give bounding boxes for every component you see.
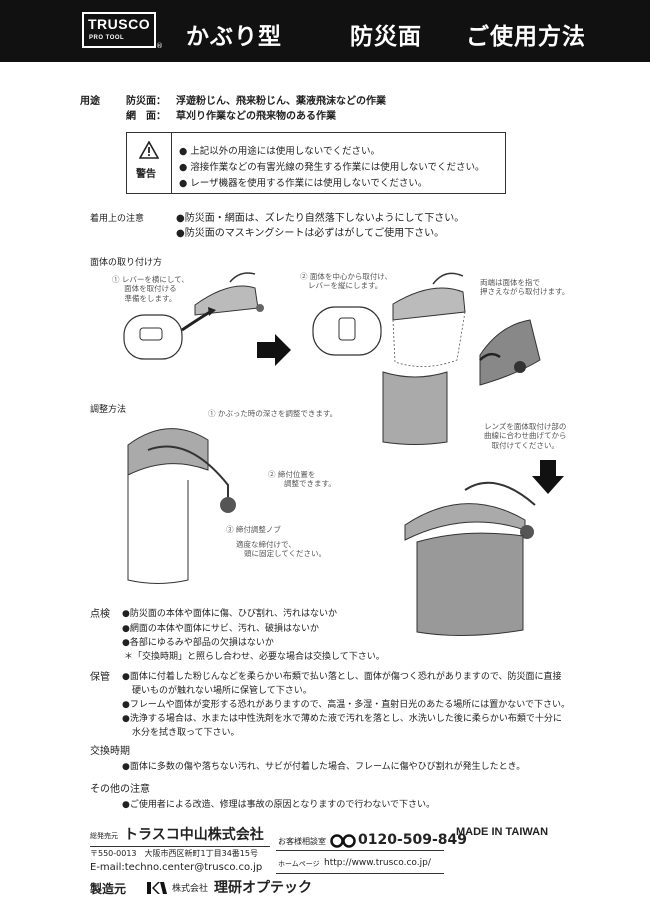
maker-label: 製造元: [90, 882, 127, 896]
other-text: ●ご使用者による改造、修理は事故の原因となりますので行わないで下さい。: [122, 800, 436, 810]
consult-label: お客様相談室: [278, 837, 326, 846]
storage-line-3: ●フレームや面体が変形する恐れがありますので、高温・多湿・直射日光のあたる場所に…: [122, 700, 570, 710]
inspect-label: 点検: [90, 609, 110, 620]
attach-heading: 面体の取り付け方: [90, 258, 163, 268]
inspect-note: ＊「交換時期」と照らし合わせ、必要な場合は交換して下さい。: [124, 652, 385, 662]
warning-label: 警告: [136, 169, 156, 180]
adjust-step2: ② 締付位置を調整できます。: [268, 470, 336, 489]
warning-item-2: ● 溶接作業などの有害光線の発生する作業には使用しないでください。: [179, 162, 485, 173]
free-dial-number: 0120-509-849: [358, 832, 468, 848]
adjust-step3: ③ 締付調整ノブ: [226, 525, 281, 534]
warning-triangle-icon: [139, 141, 159, 159]
free-dial-icon: [330, 834, 356, 848]
maker-name: 理研オプテック: [214, 880, 312, 896]
storage-line-2: 硬いものが触れない場所に保管して下さい。: [132, 686, 312, 696]
inspect-item-1: ●防災面の本体や面体に傷、ひび割れ、汚れはないか: [122, 609, 337, 619]
title-usage: ご使用方法: [466, 24, 586, 50]
consult-underline: [276, 850, 444, 851]
adjust-step1: ① かぶった時の深さを調整できます。: [208, 409, 338, 418]
warning-divider: [171, 133, 172, 193]
usage-line2-text: 草刈り作業などの飛来物のある作業: [176, 111, 336, 122]
homepage-url[interactable]: http://www.trusco.co.jp/: [324, 858, 431, 868]
storage-line-1: ●面体に付着した粉じんなどを柔らかい布類で払い落とし、面体が傷つく恐れがあります…: [122, 672, 562, 682]
down-arrow-icon: [532, 460, 564, 494]
replace-label: 交換時期: [90, 746, 130, 757]
warning-item-3: ● レーザ機器を使用する作業には使用しないでください。: [179, 178, 428, 189]
trusco-logo: TRUSCO PRO TOOL ®: [82, 12, 163, 50]
adjust-step3-note: 適度な締付けで、頭に固定してください。: [236, 540, 327, 559]
other-label: その他の注意: [90, 784, 150, 795]
seller-email: E-mail:techno.center@trusco.co.jp: [90, 862, 263, 873]
attach-step2: ② 面体を中心から取付け、レバーを縦にします。: [300, 272, 393, 291]
header: TRUSCO PRO TOOL ® かぶり型 防災面 ご使用方法: [0, 0, 650, 62]
attach-step2-illustration: [312, 272, 466, 445]
seller-underline: [90, 846, 270, 847]
attach-step1-illustration: [123, 272, 264, 360]
next-step-arrow-icon: [257, 334, 291, 366]
title-type: かぶり型: [186, 24, 282, 50]
adjust-illustration: [127, 428, 236, 584]
attach-step3-illustration: [479, 319, 541, 386]
warning-item-1: ● 上記以外の用途には使用しないでください。: [179, 146, 381, 157]
attach-step1: ① レバーを横にして、面体を取付ける準備をします。: [112, 275, 189, 303]
homepage-underline: [276, 873, 444, 874]
replace-text: ●面体に多数の傷や落ちない汚れ、サビが付着した場合、フレームに傷やひび割れが発生…: [122, 762, 526, 772]
title-product: 防災面: [350, 24, 422, 50]
logo-reg: ®: [156, 42, 163, 50]
seller-name: トラスコ中山株式会社: [124, 827, 264, 843]
caution-item-2: ●防災面のマスキングシートは必ずはがしてご使用下さい。: [176, 228, 445, 239]
riken-logo-icon: [147, 882, 167, 894]
logo-sub: PRO TOOL: [89, 35, 125, 41]
caution-label: 着用上の注意: [90, 214, 145, 224]
storage-label: 保管: [90, 672, 110, 683]
usage-line2-name: 網 面：: [126, 111, 166, 122]
usage-label: 用途: [80, 96, 100, 107]
inspect-item-2: ●網面の本体や面体にサビ、汚れ、破損はないか: [122, 624, 319, 634]
attach-step4: レンズを面体取付け部の曲線に合わせ曲げてから取付けてください。: [484, 422, 567, 450]
inspect-item-3: ●各部にゆるみや部品の欠損はないか: [122, 638, 274, 648]
final-shield-illustration: [404, 481, 536, 637]
attach-step3: 両端は面体を指で押さえながら取付けます。: [480, 278, 570, 297]
homepage-label: ホームページ: [278, 860, 320, 868]
adjust-heading: 調整方法: [90, 405, 127, 415]
caution-item-1: ●防災面・網面は、ズレたり自然落下しないようにして下さい。: [176, 213, 465, 224]
made-in-label: MADE IN TAIWAN: [456, 826, 549, 838]
seller-address: 〒550-0013 大阪市西区新町1丁目34番15号: [90, 849, 258, 858]
storage-line-4: ●洗浄する場合は、水または中性洗剤を水で薄めた液で汚れを落とし、水洗いした後に柔…: [122, 714, 562, 724]
maker-prefix: 株式会社: [172, 884, 209, 894]
usage-line1-name: 防災面：: [126, 96, 166, 107]
warning-box: 警告 ● 上記以外の用途には使用しないでください。 ● 溶接作業などの有害光線の…: [126, 132, 506, 194]
seller-label: 総発売元: [90, 832, 118, 840]
usage-line1-text: 浮遊粉じん、飛来粉じん、薬液飛沫などの作業: [176, 96, 386, 107]
logo-brand: TRUSCO: [88, 16, 151, 32]
storage-line-5: 水分を拭き取って下さい。: [132, 728, 240, 738]
